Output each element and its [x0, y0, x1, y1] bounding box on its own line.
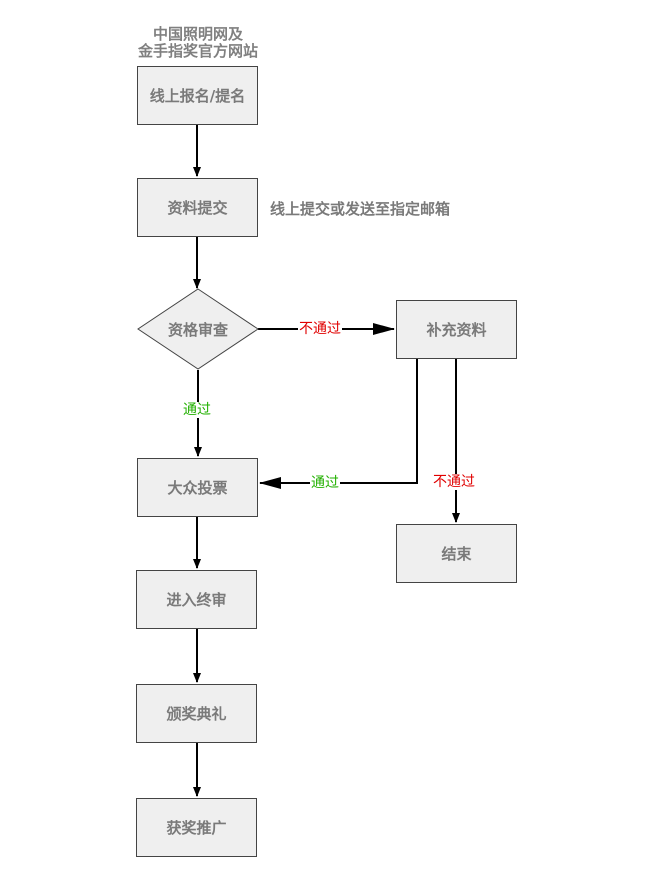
edge-supplement-to-vote — [259, 358, 418, 489]
node-vote[interactable]: 大众投票 — [137, 458, 258, 517]
node-signup[interactable]: 线上报名/提名 — [137, 66, 258, 125]
node-ceremony[interactable]: 颁奖典礼 — [136, 684, 257, 743]
node-final-label: 进入终审 — [166, 591, 227, 609]
node-final[interactable]: 进入终审 — [136, 570, 257, 629]
node-supplement-label: 补充资料 — [426, 321, 487, 339]
node-ceremony-label: 颁奖典礼 — [166, 705, 227, 723]
edge-label-supplement-pass: 通过 — [310, 475, 340, 491]
node-end-label: 结束 — [441, 545, 472, 563]
node-end[interactable]: 结束 — [396, 524, 517, 583]
site-title-line2: 金手指奖官方网站 — [137, 42, 258, 60]
node-submit[interactable]: 资料提交 — [137, 178, 258, 237]
edge-label-review-pass: 通过 — [182, 402, 212, 418]
submit-note: 线上提交或发送至指定邮箱 — [270, 200, 451, 218]
edge-label-review-fail: 不通过 — [298, 321, 342, 337]
node-review-label: 资格审查 — [167, 320, 228, 339]
node-signup-label: 线上报名/提名 — [149, 87, 246, 105]
node-supplement[interactable]: 补充资料 — [396, 300, 517, 359]
node-vote-label: 大众投票 — [167, 479, 228, 497]
review-diamond — [137, 288, 259, 370]
edge-label-supplement-fail: 不通过 — [432, 474, 476, 490]
site-title-line1: 中国照明网及 — [152, 25, 243, 43]
node-promo[interactable]: 获奖推广 — [136, 798, 257, 857]
node-promo-label: 获奖推广 — [166, 819, 227, 837]
node-submit-label: 资料提交 — [167, 199, 228, 217]
